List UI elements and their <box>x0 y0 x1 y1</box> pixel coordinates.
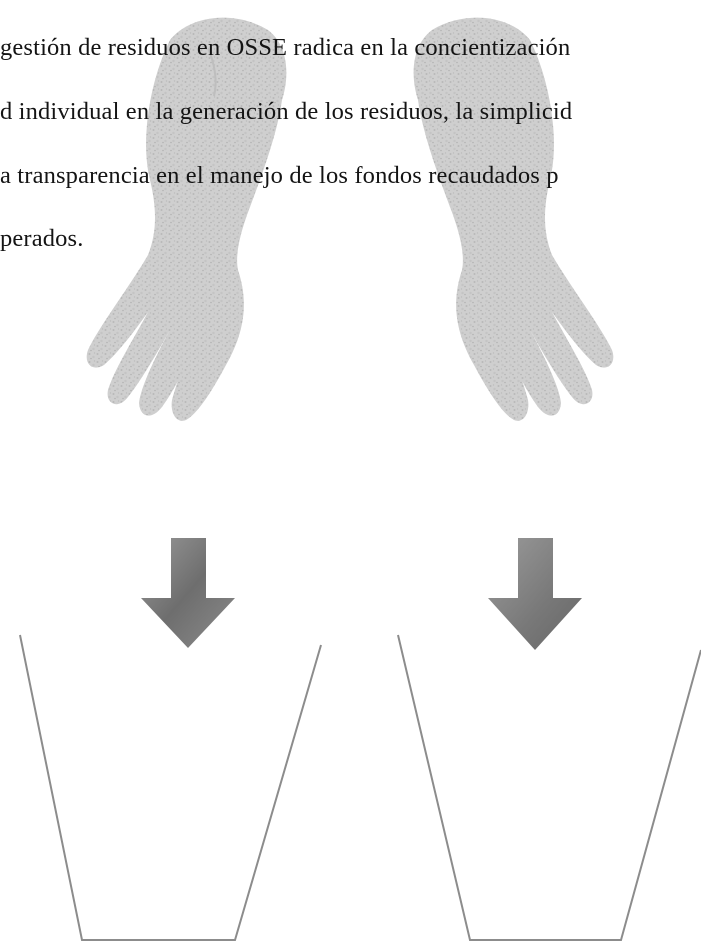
bin-outline <box>397 634 701 941</box>
paragraph-line: perados. <box>0 225 84 252</box>
right-hand-illustration <box>413 17 614 421</box>
down-arrow-icon <box>488 538 582 650</box>
paragraph-line: d individual en la generación de los res… <box>0 98 573 125</box>
paragraph-line: gestión de residuos en OSSE radica en la… <box>0 34 571 61</box>
paragraph-line: a transparencia en el manejo de los fond… <box>0 162 559 189</box>
bin-outline <box>19 634 322 941</box>
down-arrow-icon <box>141 538 235 648</box>
left-hand-illustration <box>86 17 287 421</box>
